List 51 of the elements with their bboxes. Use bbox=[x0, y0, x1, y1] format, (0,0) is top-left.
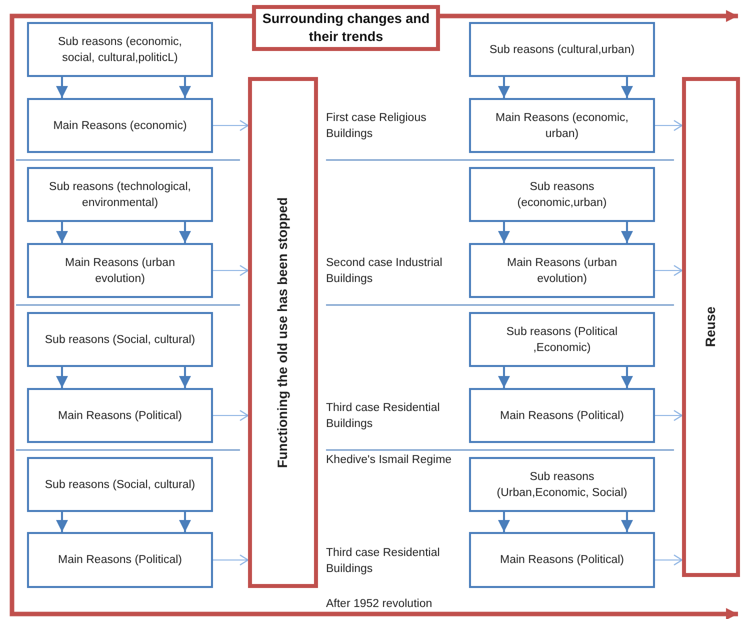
arrow bbox=[621, 367, 633, 388]
process-box: Main Reasons (Political) bbox=[469, 388, 655, 443]
stage-bar: Functioning the old use has been stopped bbox=[248, 77, 318, 588]
arrow bbox=[10, 14, 738, 619]
arrow bbox=[654, 554, 683, 566]
arrow bbox=[654, 410, 683, 422]
arrow bbox=[621, 512, 633, 532]
case-label: First case Religious Buildings bbox=[326, 111, 428, 142]
case-label: Second case Industrial Buildings bbox=[326, 256, 444, 287]
case-label: Third case Residential Buildings bbox=[326, 546, 441, 577]
arrow bbox=[654, 264, 683, 276]
process-box: Main Reasons (urban evolution) bbox=[469, 243, 655, 298]
arrow bbox=[498, 367, 510, 388]
arrow bbox=[621, 222, 633, 243]
arrow bbox=[212, 410, 249, 422]
case-label: Third case Residential Buildings bbox=[326, 401, 441, 432]
stage-bar: Reuse bbox=[682, 77, 740, 577]
process-box: Sub reasons (Social, cultural) bbox=[27, 312, 213, 367]
process-box: Sub reasons (technological, environmental) bbox=[27, 167, 213, 222]
case-label: Khedive's Ismail Regime bbox=[326, 453, 452, 468]
process-box: Sub reasons (Political ,Economic) bbox=[469, 312, 655, 367]
arrow bbox=[498, 512, 510, 532]
arrow bbox=[56, 222, 68, 243]
arrow bbox=[212, 554, 249, 566]
arrow bbox=[56, 367, 68, 388]
process-box: Main Reasons (urban evolution) bbox=[27, 243, 213, 298]
arrow bbox=[212, 120, 249, 132]
arrow bbox=[654, 120, 683, 132]
arrow bbox=[179, 512, 191, 532]
case-label: After 1952 revolution bbox=[326, 597, 432, 612]
process-box: Main Reasons (Political) bbox=[27, 532, 213, 588]
arrow bbox=[179, 77, 191, 98]
arrow bbox=[498, 222, 510, 243]
process-box: Main Reasons (Political) bbox=[27, 388, 213, 443]
arrow bbox=[498, 77, 510, 98]
process-box: Sub reasons (economic, social, cultural,politicL) bbox=[27, 22, 213, 77]
arrow bbox=[179, 222, 191, 243]
process-box: Sub reasons (economic,urban) bbox=[469, 167, 655, 222]
process-box: Sub reasons (Urban,Economic, Social) bbox=[469, 457, 655, 512]
process-box: Sub reasons (Social, cultural) bbox=[27, 457, 213, 512]
arrow bbox=[56, 512, 68, 532]
arrow bbox=[440, 10, 738, 22]
process-box: Main Reasons (economic) bbox=[27, 98, 213, 153]
title-box: Surrounding changes and their trends bbox=[252, 5, 440, 51]
process-box: Sub reasons (cultural,urban) bbox=[469, 22, 655, 77]
process-box: Main Reasons (Political) bbox=[469, 532, 655, 588]
arrow bbox=[621, 77, 633, 98]
arrow bbox=[179, 367, 191, 388]
arrow bbox=[212, 264, 249, 276]
process-box: Main Reasons (economic, urban) bbox=[469, 98, 655, 153]
arrow bbox=[56, 77, 68, 98]
